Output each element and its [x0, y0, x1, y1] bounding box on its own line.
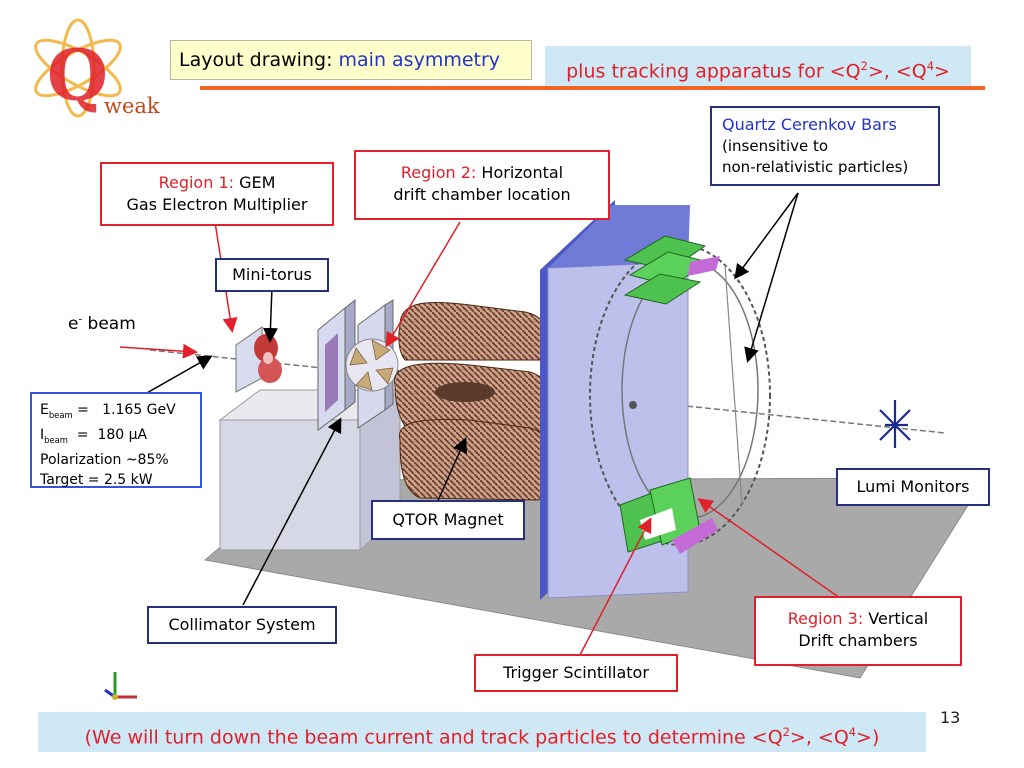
quartz-label: Quartz Cerenkov Bars (insensitive to non… [710, 106, 940, 186]
beam-params-box: Ebeam = 1.165 GeV Ibeam = 180 μA Polariz… [30, 392, 202, 488]
qtor-magnet [393, 301, 555, 501]
title-prefix: Layout drawing: [179, 49, 339, 71]
lumi-label: Lumi Monitors [836, 468, 990, 506]
logo-word: weak [104, 94, 160, 118]
svg-text:Q: Q [47, 34, 108, 117]
region3-chambers [619, 235, 720, 554]
page-number: 13 [940, 708, 961, 727]
qtor-label: QTOR Magnet [371, 500, 525, 540]
title-box: Layout drawing: main asymmetry [170, 40, 532, 80]
beam-energy: Ebeam = 1.165 GeV [40, 402, 176, 420]
title-highlight: main asymmetry [338, 49, 501, 71]
region3-label: Region 3: Vertical Drift chambers [754, 596, 962, 666]
beam-current: Ibeam = 180 μA [40, 426, 148, 445]
lumi-monitor [879, 400, 911, 448]
trigger-label: Trigger Scintillator [474, 654, 678, 692]
collimator-plates [317, 298, 399, 431]
minitorus-assembly [235, 326, 282, 393]
axis-indicator [104, 672, 137, 700]
beam-target: Target = 2.5 kW [40, 471, 153, 488]
footer-note: (We will turn down the beam current and … [38, 712, 926, 752]
beam-polarization: Polarization ~85% [40, 451, 169, 468]
region2-label: Region 2: Horizontal drift chamber locat… [354, 150, 610, 220]
pointer-arrows [119, 192, 841, 656]
minitorus-label: Mini-torus [215, 258, 329, 292]
region1-label: Region 1: GEM Gas Electron Multiplier [100, 162, 334, 226]
tracking-box: plus tracking apparatus for <Q2>, <Q4> [545, 46, 971, 86]
ebeam-label: e- beam [68, 314, 136, 334]
collimator-label: Collimator System [147, 606, 337, 644]
qweak-logo: Q [34, 18, 122, 118]
